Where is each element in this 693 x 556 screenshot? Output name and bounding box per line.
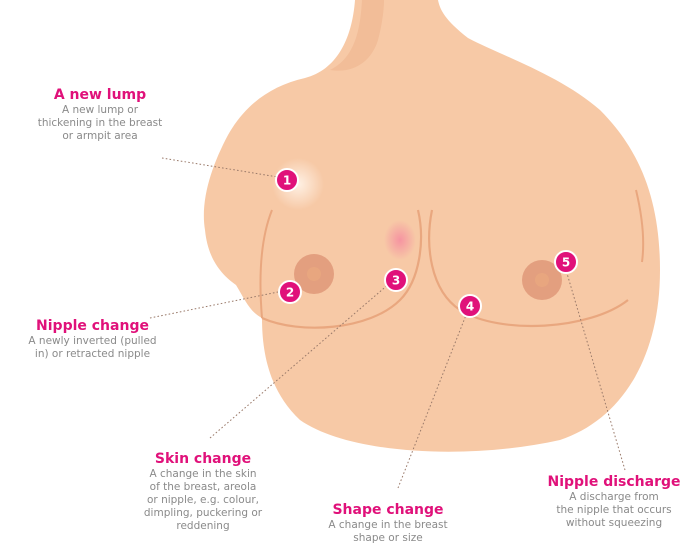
callout-title: Shape change bbox=[303, 502, 473, 519]
callout-new-lump: A new lump A new lump or thickening in t… bbox=[5, 87, 195, 143]
callout-description: A change in the breast shape or size bbox=[303, 519, 473, 545]
callout-title: Nipple discharge bbox=[535, 474, 693, 491]
marker-2: 2 bbox=[279, 281, 301, 303]
marker-number: 2 bbox=[286, 286, 294, 300]
marker-5: 5 bbox=[555, 251, 577, 273]
marker-number: 1 bbox=[283, 174, 291, 188]
callout-description: A change in the skin of the breast, areo… bbox=[113, 468, 293, 533]
marker-number: 5 bbox=[562, 256, 570, 270]
callout-skin-change: Skin change A change in the skin of the … bbox=[113, 451, 293, 533]
callout-description: A discharge from the nipple that occurs … bbox=[535, 491, 693, 530]
callout-nipple-discharge: Nipple discharge A discharge from the ni… bbox=[535, 474, 693, 530]
callout-title: Skin change bbox=[113, 451, 293, 468]
callout-title: A new lump bbox=[5, 87, 195, 104]
marker-1: 1 bbox=[276, 169, 298, 191]
torso-shape bbox=[204, 0, 660, 452]
marker-4: 4 bbox=[459, 295, 481, 317]
callout-description: A new lump or thickening in the breast o… bbox=[5, 104, 195, 143]
skin-redness bbox=[384, 220, 416, 260]
callout-nipple-change: Nipple change A newly inverted (pulled i… bbox=[5, 318, 180, 361]
marker-number: 4 bbox=[466, 300, 474, 314]
callout-description: A newly inverted (pulled in) or retracte… bbox=[5, 335, 180, 361]
callout-shape-change: Shape change A change in the breast shap… bbox=[303, 502, 473, 545]
marker-number: 3 bbox=[392, 274, 400, 288]
callout-title: Nipple change bbox=[5, 318, 180, 335]
marker-3: 3 bbox=[385, 269, 407, 291]
